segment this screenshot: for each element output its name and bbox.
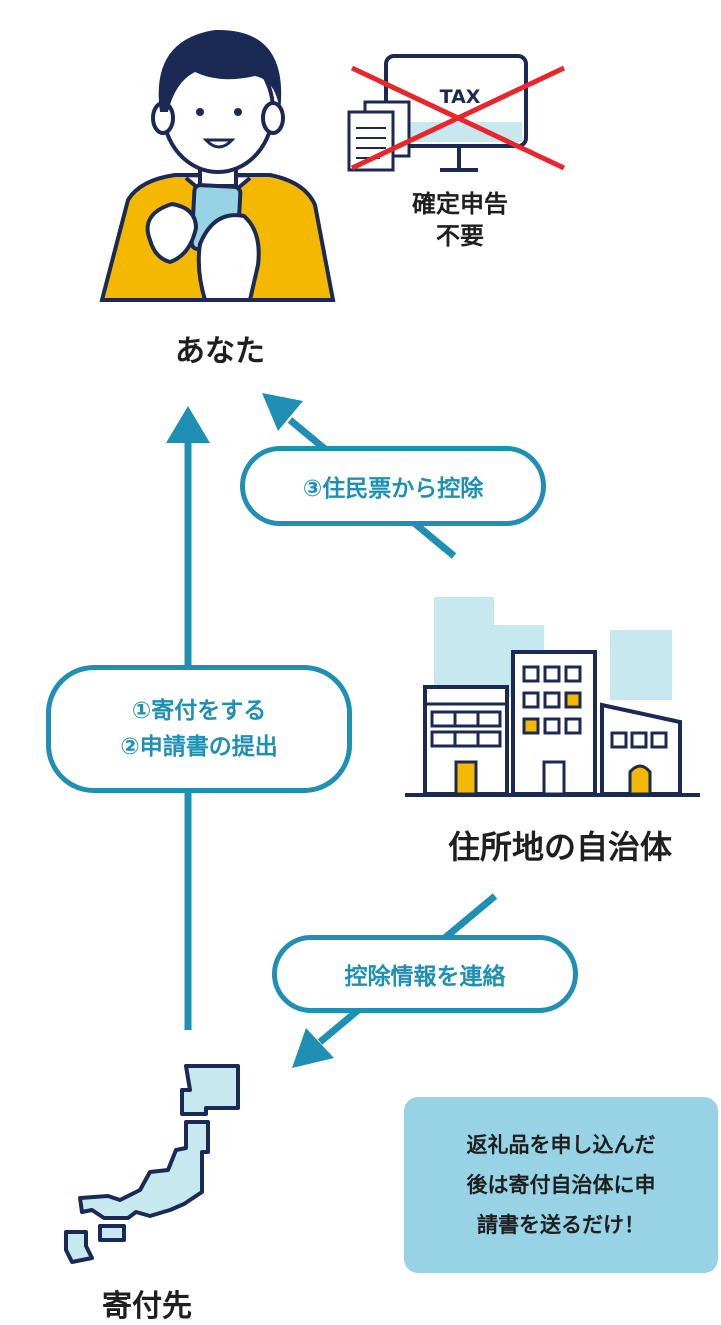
label-you: あなた — [175, 334, 265, 369]
contact-text: 控除情報を連絡 — [344, 964, 506, 990]
step3-pill: ③住民票から控除 — [240, 446, 546, 526]
no-tax-return-label: 確定申告 不要 — [390, 188, 530, 252]
note-line1: 返礼品を申し込んだ — [466, 1133, 656, 1157]
note-line2: 後は寄付自治体に申 — [466, 1173, 656, 1197]
person-illustration — [99, 29, 336, 302]
note-box: 返礼品を申し込んだ 後は寄付自治体に申 請書を送るだけ！ — [404, 1097, 718, 1273]
label-municipality: 住所地の自治体 — [447, 828, 672, 866]
no-tax-return-line1: 確定申告 — [412, 190, 508, 218]
tax-text: TAX — [439, 86, 481, 108]
no-tax-return-line2: 不要 — [436, 222, 484, 250]
step3-text: ③住民票から控除 — [302, 476, 484, 502]
japan-map-icon — [64, 1064, 240, 1264]
municipality-buildings-illustration — [405, 597, 700, 797]
note-line3: 請書を送るだけ！ — [477, 1213, 645, 1237]
step2-text: ②申請書の提出 — [120, 734, 278, 760]
step1-2-pill: ①寄付をする ②申請書の提出 — [46, 665, 352, 793]
step1-text: ①寄付をする — [131, 698, 267, 724]
tax-monitor-crossed-icon — [347, 54, 566, 172]
label-donation-target: 寄付先 — [102, 1289, 192, 1324]
contact-pill: 控除情報を連絡 — [272, 935, 578, 1013]
